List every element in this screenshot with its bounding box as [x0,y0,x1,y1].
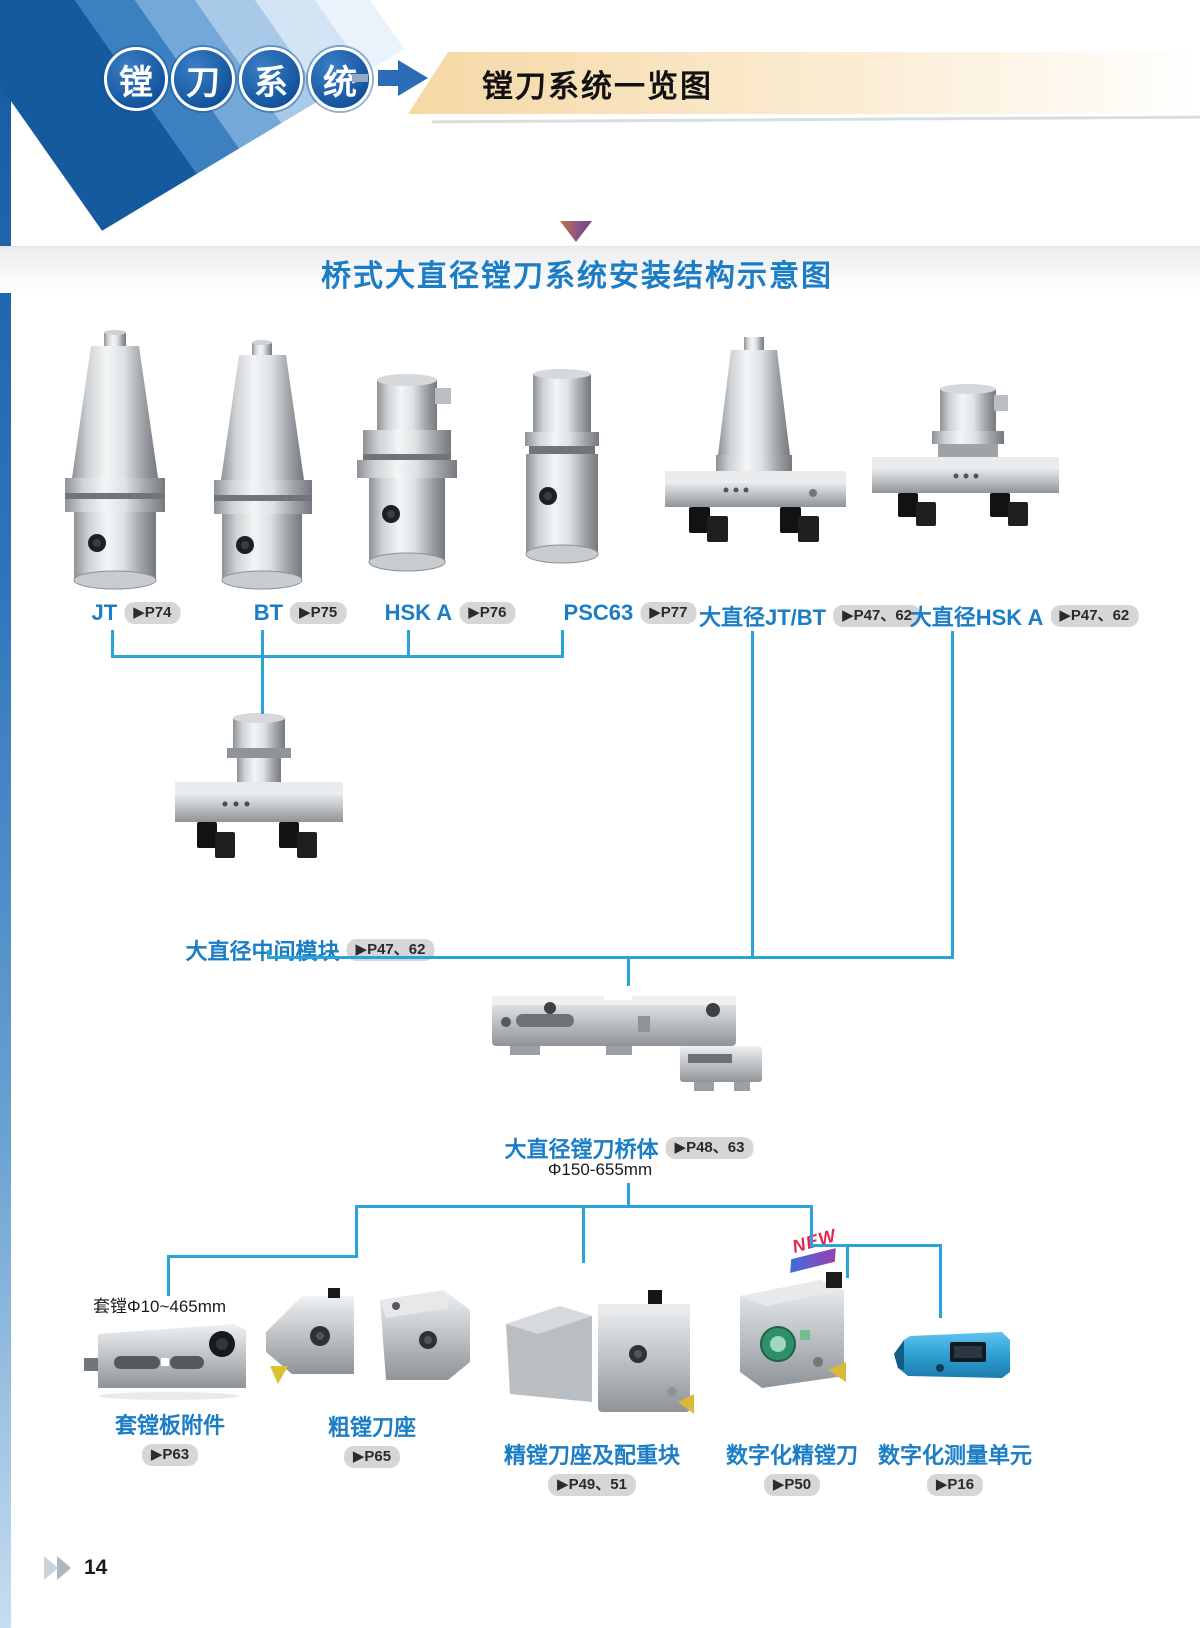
tool-label: 大直径HSK A [909,605,1044,630]
connector-right-bus [810,1244,942,1247]
connector-right-drop [810,1205,813,1247]
section-triangle-icon [560,221,592,242]
connector-to-measuring-unit [939,1244,942,1318]
tool-label: JT [91,600,118,625]
page-footer: 14 [44,1556,107,1580]
rough-boring-seat-image [266,1288,470,1384]
connector-to-digital-head [846,1244,849,1278]
label-jt: JT ▶P74 [92,600,181,626]
tool-label: 大直径中间模块 [185,939,340,964]
banner-edge [431,115,1200,124]
large-hsk-a-holder-image [872,384,1059,526]
header-stripes [0,0,470,235]
sleeve-range-note: 套镗Φ10~465mm [93,1297,227,1316]
label-large-hsk-a: 大直径HSK A ▶P47、62 [910,600,1139,632]
page-ref-badge: ▶P16 [926,1474,984,1496]
label-hsk-a: HSK A ▶P76 [385,600,516,626]
tool-label: 大直径镗刀桥体 [504,1137,659,1162]
page-ref-badge: ▶P49、51 [548,1474,636,1496]
connector-to-bridge [627,956,630,986]
label-digital-boring-head: 数字化精镗刀 ▶P50 [726,1438,858,1496]
page-ref-badge: ▶P77 [640,602,697,624]
large-jt-bt-holder-image [665,337,846,542]
section-title: 桥式大直径镗刀系统安装结构示意图 [321,260,833,293]
tool-label: 粗镗刀座 [327,1415,417,1440]
page-ref-badge: ▶P47、62 [833,605,922,627]
connector-psc-down [561,630,564,658]
page-edge-bar [0,0,11,1628]
connector-left-drop [355,1205,358,1258]
connector-left-bus [167,1255,357,1258]
tool-label: PSC63 [563,600,634,625]
page-ref-badge: ▶P63 [141,1444,199,1466]
sleeve-plate-image [84,1324,246,1400]
connector-top-bus [111,655,564,658]
page-ref-badge: ▶P47、62 [1050,605,1139,627]
banner-title: 镗刀系统一览图 [482,68,713,104]
tool-label: 数字化精镗刀 [725,1443,859,1468]
tool-label: 数字化测量单元 [877,1443,1033,1468]
connector-bridge-down [627,1183,630,1208]
middle-module-image [175,713,343,858]
jt-holder-image [65,330,165,590]
label-large-jt-bt: 大直径JT/BT ▶P47、62 [698,600,922,632]
logo-char: 刀 [186,63,220,102]
label-middle-module: 大直径中间模块 ▶P47、62 [186,934,435,966]
tool-label: 精镗刀座及配重块 [503,1443,681,1468]
connector-module-down [267,950,270,959]
bt-holder-image [214,340,312,590]
logo-circle-3: 系 [239,47,303,111]
label-bridge: 大直径镗刀桥体 ▶P48、63 [505,1132,754,1164]
tool-label: BT [253,600,284,625]
tool-label: HSK A [384,600,453,625]
bridge-body-image [492,986,762,1091]
label-sleeve-plate: 套镗板附件 ▶P63 [115,1408,225,1466]
page-chevrons-icon [44,1556,71,1580]
fine-boring-seat-image [506,1290,694,1414]
logo-char: 统 [323,63,357,102]
connector-jt-down [111,630,114,658]
connector-hsk-down [407,630,410,658]
bridge-diameter-range: Φ150-655mm [547,1160,653,1179]
page-ref-badge: ▶P65 [343,1446,401,1468]
banner: 镗刀系统一览图 [408,52,1200,114]
connector-mid-bus [267,956,954,959]
logo-char: 系 [254,63,288,102]
connector-large-jtbt-down [751,631,754,959]
tool-label: 套镗板附件 [114,1413,226,1438]
page-ref-badge: ▶P48、63 [665,1137,754,1159]
connector-bt-to-module [261,630,264,714]
hsk-a-holder-image [357,374,457,572]
logo-circle-1: 镗 [104,47,168,111]
page-ref-badge: ▶P74 [124,602,181,624]
label-rough-boring-seat: 粗镗刀座 ▶P65 [328,1410,416,1468]
section-title-band [0,246,1200,293]
digital-boring-head-image [740,1272,846,1388]
page-number: 14 [84,1556,108,1579]
label-bt: BT ▶P75 [254,600,347,626]
digital-measuring-unit-image [894,1332,1010,1378]
psc63-holder-image [525,369,599,564]
logo-char: 镗 [119,63,153,102]
page-ref-badge: ▶P75 [290,602,347,624]
connector-large-hska-down [951,631,954,959]
tool-label: 大直径JT/BT [698,605,827,630]
connector-to-sleeve-plate [167,1255,170,1296]
label-psc63: PSC63 ▶P77 [564,600,697,626]
label-digital-measuring-unit: 数字化测量单元 ▶P16 [878,1438,1032,1496]
logo-circle-2: 刀 [171,47,235,111]
header-arrow-icon [352,60,428,96]
label-fine-boring-seat: 精镗刀座及配重块 ▶P49、51 [504,1438,680,1496]
page-ref-badge: ▶P50 [763,1474,821,1496]
page-ref-badge: ▶P47、62 [346,939,435,961]
page-ref-badge: ▶P76 [459,602,516,624]
connector-to-fine-seat [582,1205,585,1263]
